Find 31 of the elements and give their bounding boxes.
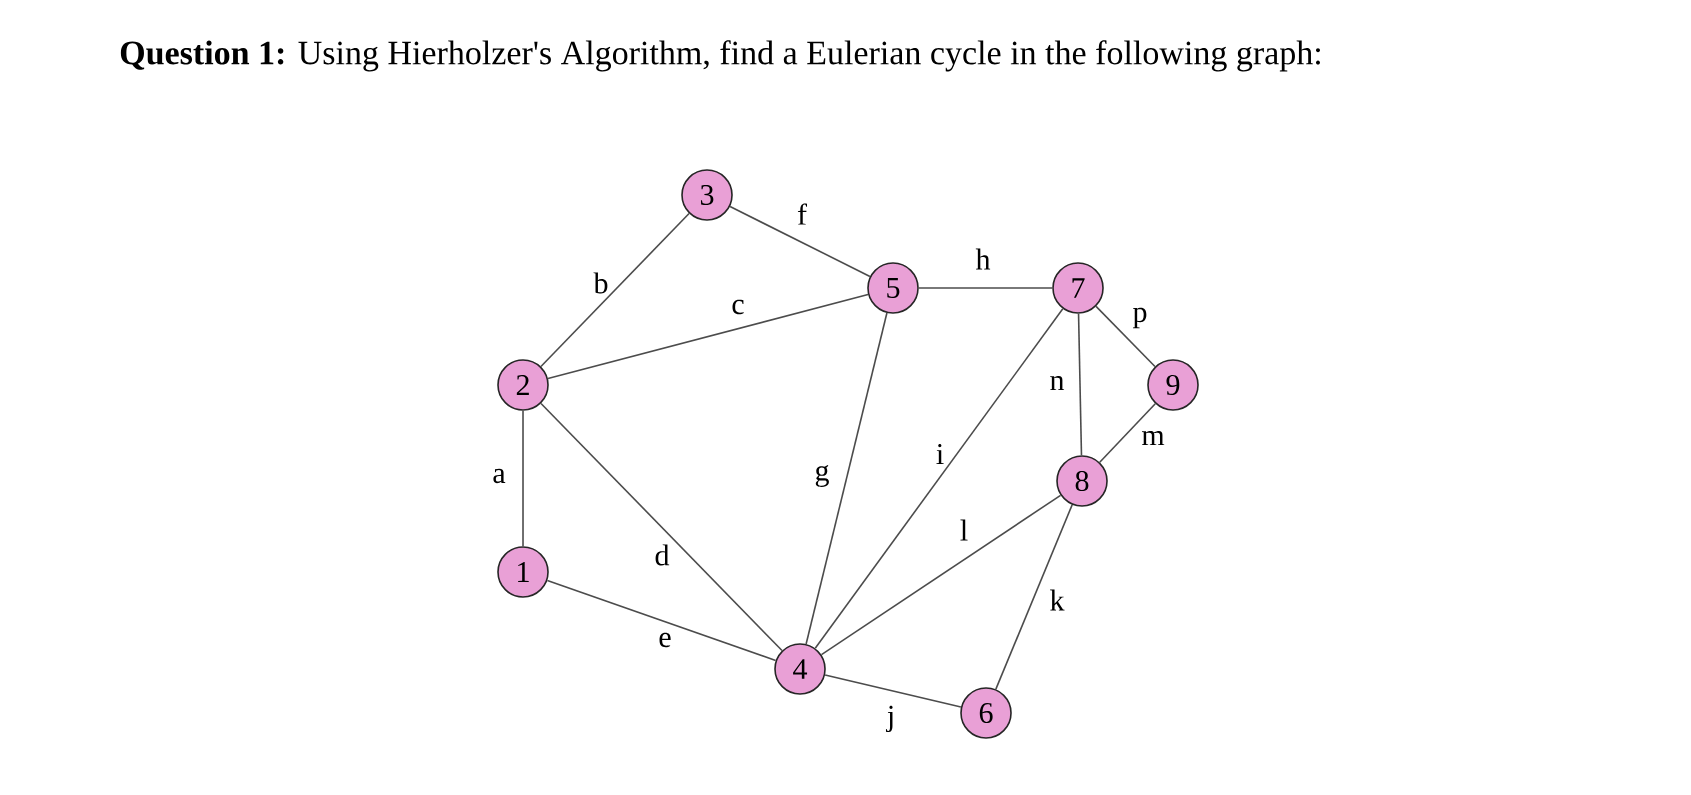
edge-label: p: [1133, 307, 1147, 329]
edge-line: [805, 312, 888, 645]
edge-line: [540, 212, 690, 368]
edge-line: [1077, 313, 1083, 456]
edge-label: j: [886, 705, 893, 733]
edge-line: [547, 293, 869, 380]
edge-label: n: [1050, 375, 1065, 391]
edge-line: [540, 402, 783, 652]
edge-line: [546, 579, 777, 662]
edge-label: d: [655, 544, 670, 566]
edge-label: i: [936, 444, 944, 464]
question-text: Question 1: Using Hierholzer's Algorithm, find a Eulerian cycle in the following graph:: [120, 40, 1320, 72]
edge-label: l: [960, 519, 968, 541]
edge-label: h: [975, 248, 991, 270]
edge-label: f: [797, 203, 807, 225]
edge-line: [1098, 402, 1157, 464]
edge-label: c: [732, 299, 744, 315]
edge-line: [995, 504, 1073, 690]
edge-line: [918, 287, 1053, 289]
edge-label: e: [659, 632, 671, 648]
edge-line: [814, 308, 1064, 649]
edge-label: b: [593, 272, 608, 294]
edge-line: [729, 205, 871, 278]
edge-line: [824, 674, 962, 708]
edge-label: m: [1142, 430, 1165, 446]
edge-line: [522, 410, 524, 547]
edge-label: g: [815, 465, 829, 487]
edge-label: a: [493, 468, 506, 484]
edge-line: [1095, 305, 1156, 368]
edge-line: [820, 494, 1062, 656]
edge-label: k: [1050, 589, 1065, 611]
